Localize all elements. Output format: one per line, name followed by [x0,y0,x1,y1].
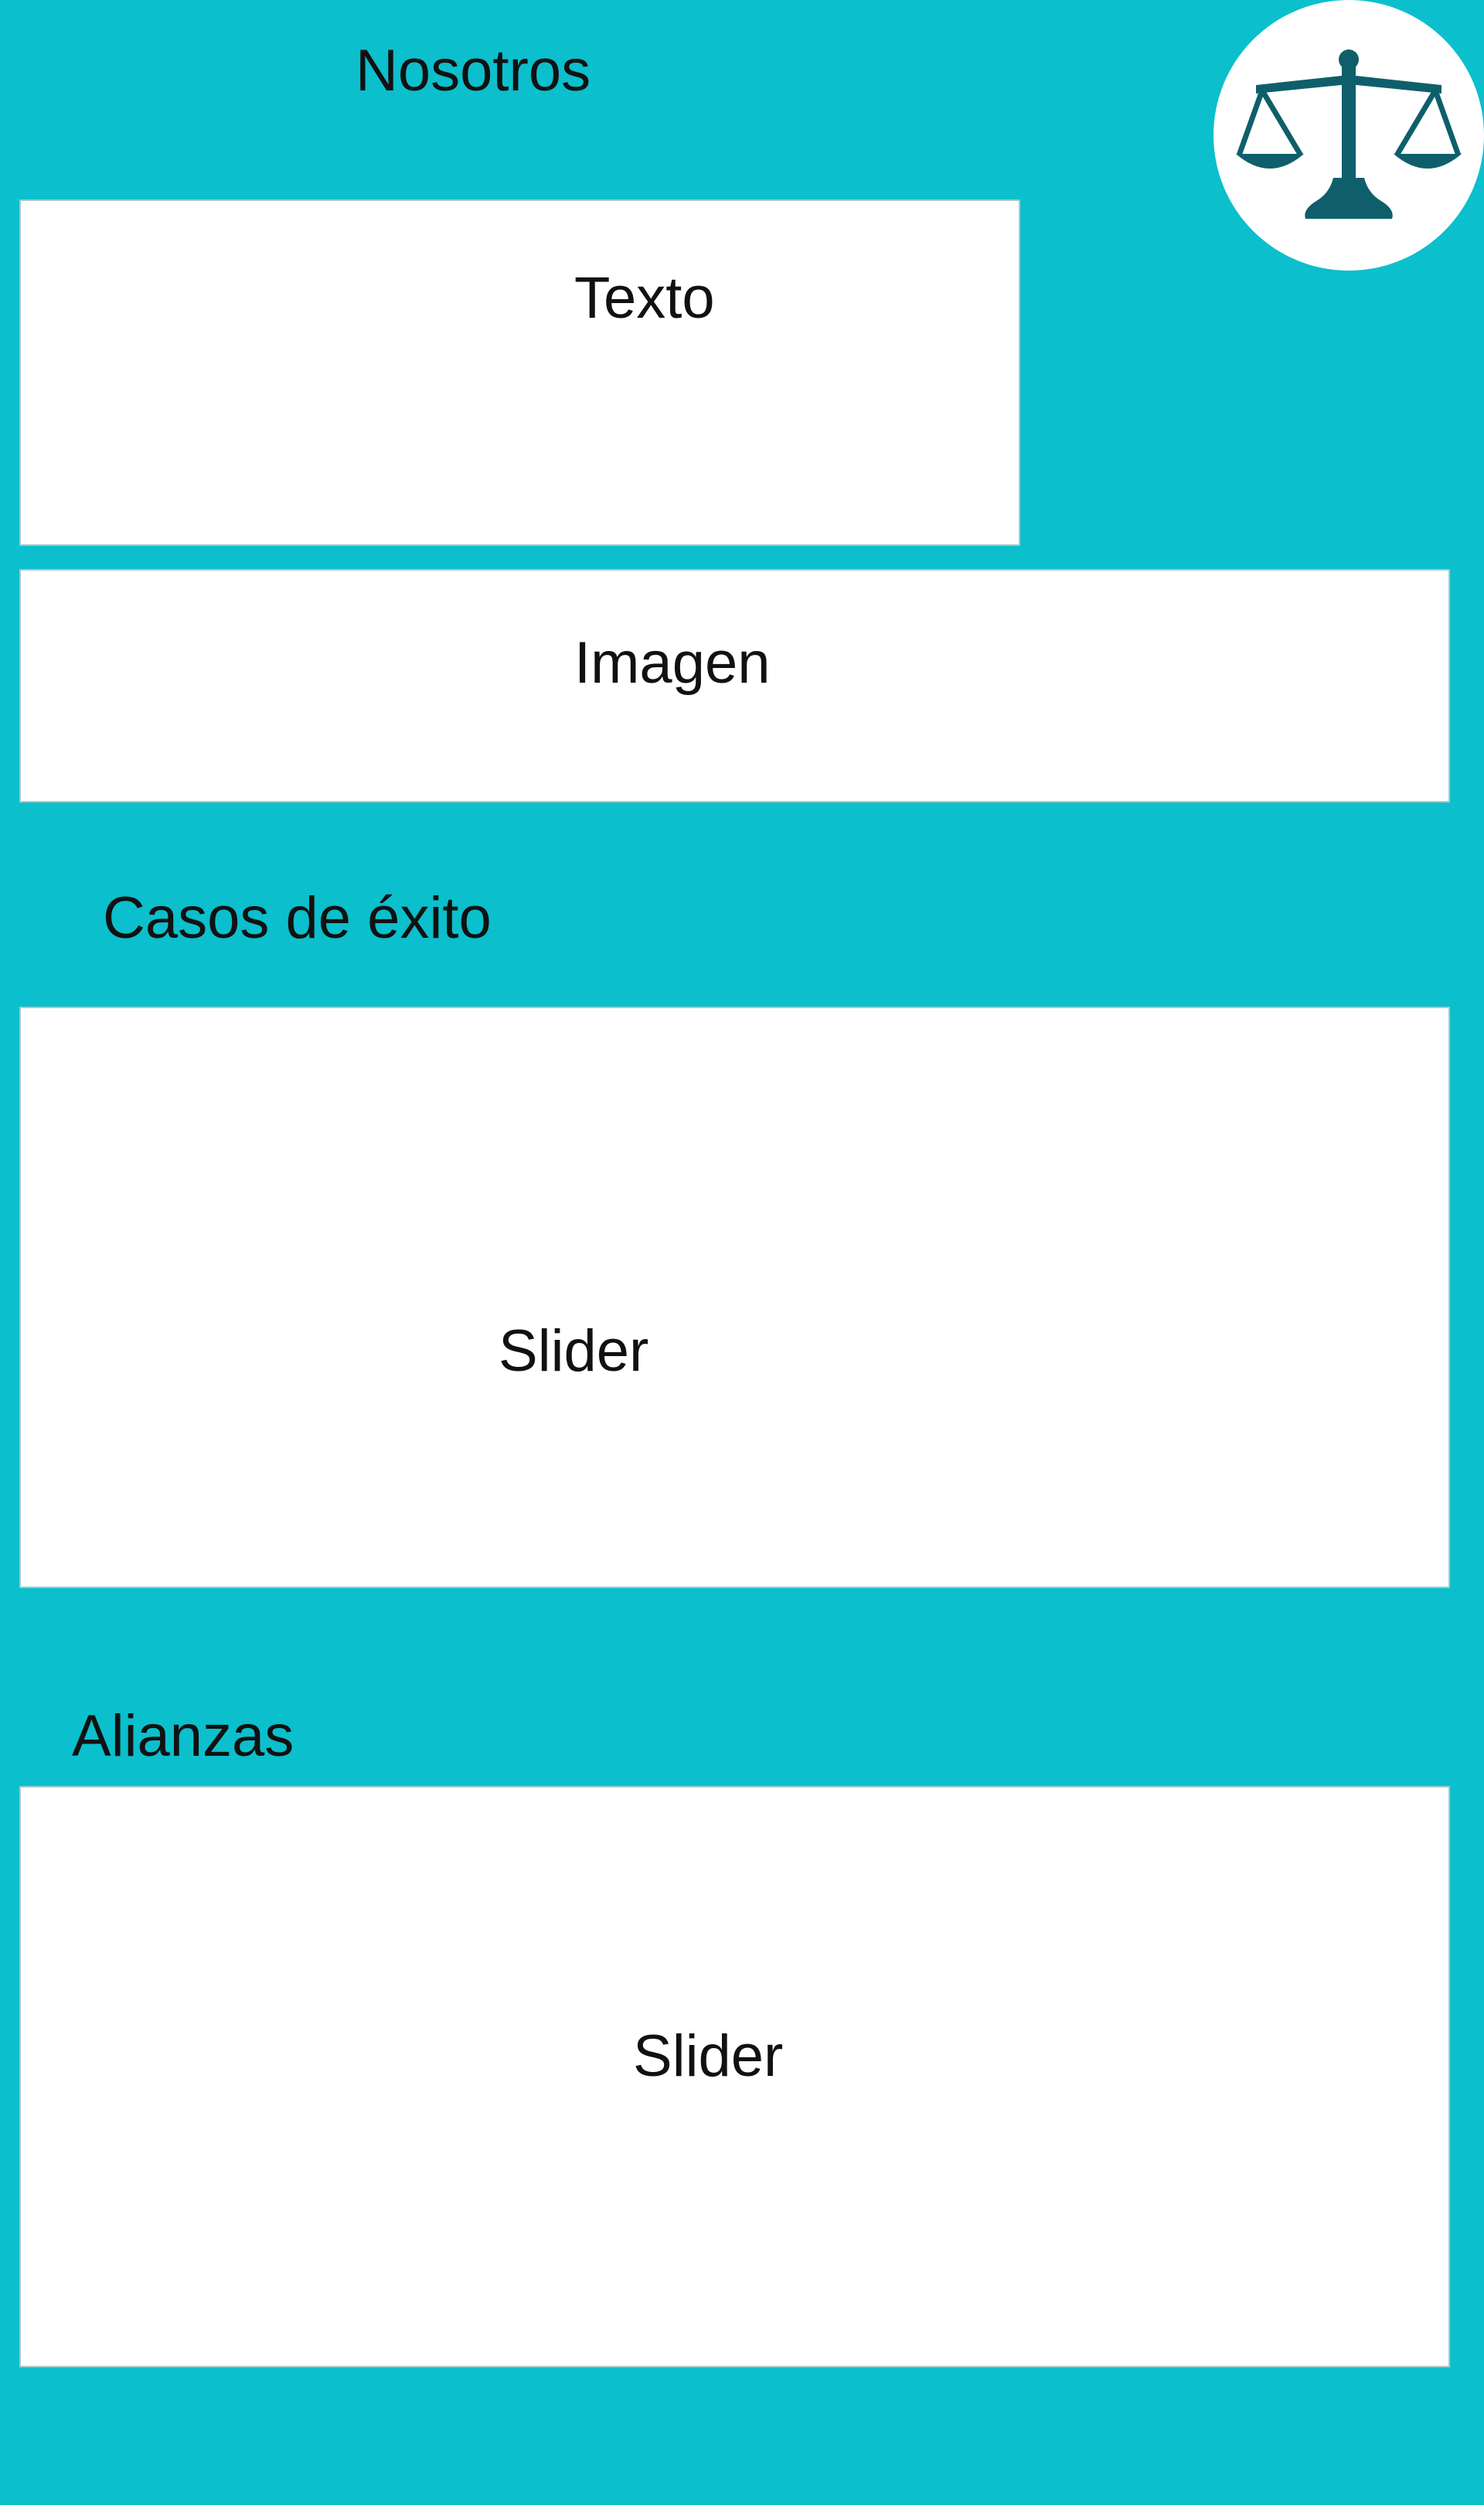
success-cases-slider-label: Slider [499,1318,649,1384]
text-placeholder-label: Texto [574,265,715,331]
page-title: Nosotros [356,38,591,104]
alliances-slider[interactable]: Slider [19,1786,1450,2367]
logo[interactable] [1213,0,1484,271]
alliances-slider-label: Slider [633,2023,784,2089]
image-placeholder-label: Imagen [574,630,771,696]
scales-of-justice-icon [1236,49,1462,219]
alliances-title: Alianzas [72,1703,294,1769]
image-panel: Imagen [19,569,1450,803]
text-panel: Texto [19,199,1020,546]
success-cases-slider[interactable]: Slider [19,1007,1450,1588]
success-cases-title: Casos de éxito [103,885,492,951]
